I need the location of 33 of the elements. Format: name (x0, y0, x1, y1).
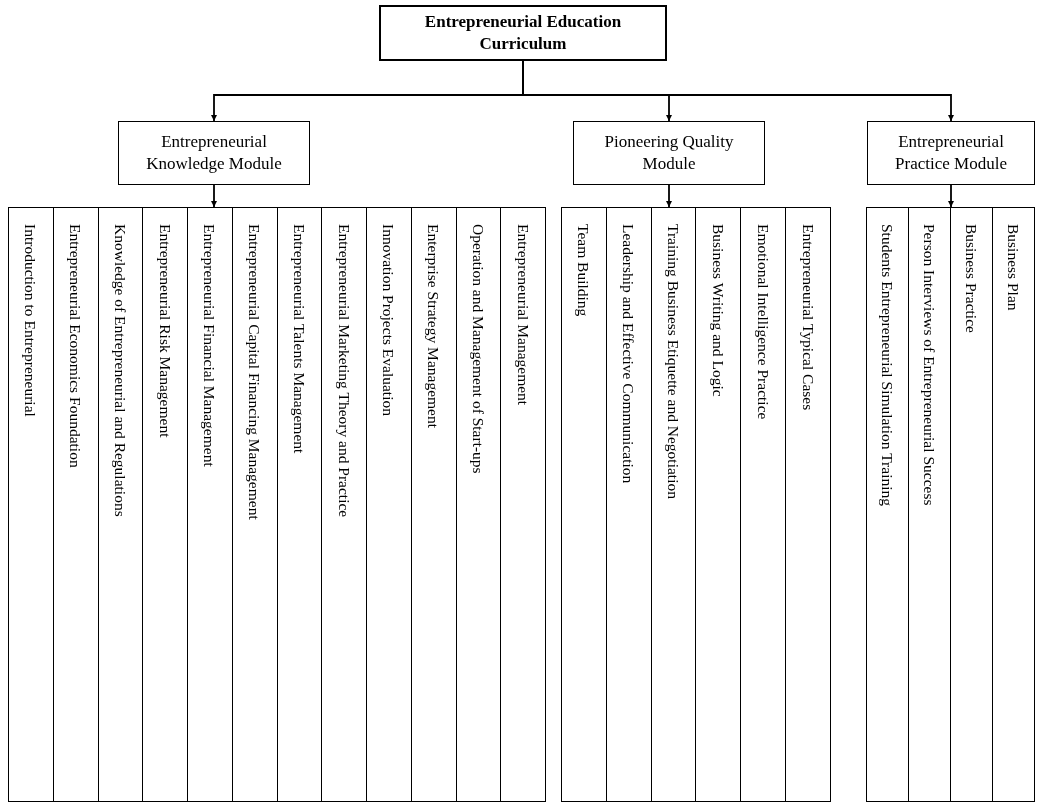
course-label: Team Building (575, 224, 593, 319)
course-label: Entrepreneurial Economics Foundation (67, 224, 85, 470)
course-label: Students Entrepreneurial Simulation Training (878, 224, 896, 508)
course-group-box (561, 207, 831, 802)
course-label: Training Business Etiquette and Negotiation (665, 224, 683, 501)
root-title: Entrepreneurial Education Curriculum (423, 10, 623, 55)
course-label: Entrepreneurial Marketing Theory and Practice (335, 224, 353, 520)
module-box (867, 121, 1035, 185)
course-label: Innovation Projects Evaluation (380, 224, 398, 418)
module-box (118, 121, 310, 185)
module-title: Pioneering Quality Module (603, 130, 735, 175)
course-label: Entrepreneurial Management (514, 224, 532, 408)
course-label: Knowledge of Entrepreneurial and Regulations (111, 224, 129, 519)
course-label: Leadership and Effective Communication (620, 224, 638, 486)
root-box (379, 5, 667, 61)
course-label: Person Interviews of Entrepreneurial Success (920, 224, 938, 508)
course-label: Entrepreneurial Risk Management (156, 224, 174, 440)
course-label: Business Writing and Logic (709, 224, 727, 399)
course-label: Business Practice (962, 224, 980, 335)
course-label: Introduction to Entrepreneurial (22, 224, 40, 419)
course-label: Entrepreneurial Financial Management (201, 224, 219, 469)
course-label: Operation and Management of Start-ups (469, 224, 487, 476)
module-title: Entrepreneurial Practice Module (894, 130, 1008, 175)
course-label: Enterprise Strategy Management (425, 224, 443, 430)
course-label: Entrepreneurial Capital Financing Management (246, 224, 264, 522)
course-group-box (8, 207, 546, 802)
module-box (573, 121, 765, 185)
module-title: Entrepreneurial Knowledge Module (145, 130, 283, 175)
course-label: Entrepreneurial Typical Cases (799, 224, 817, 413)
course-label: Entrepreneurial Talents Management (290, 224, 308, 456)
course-group-box (866, 207, 1035, 802)
course-label: Emotional Intelligence Practice (754, 224, 772, 422)
course-label: Business Plan (1004, 224, 1022, 313)
